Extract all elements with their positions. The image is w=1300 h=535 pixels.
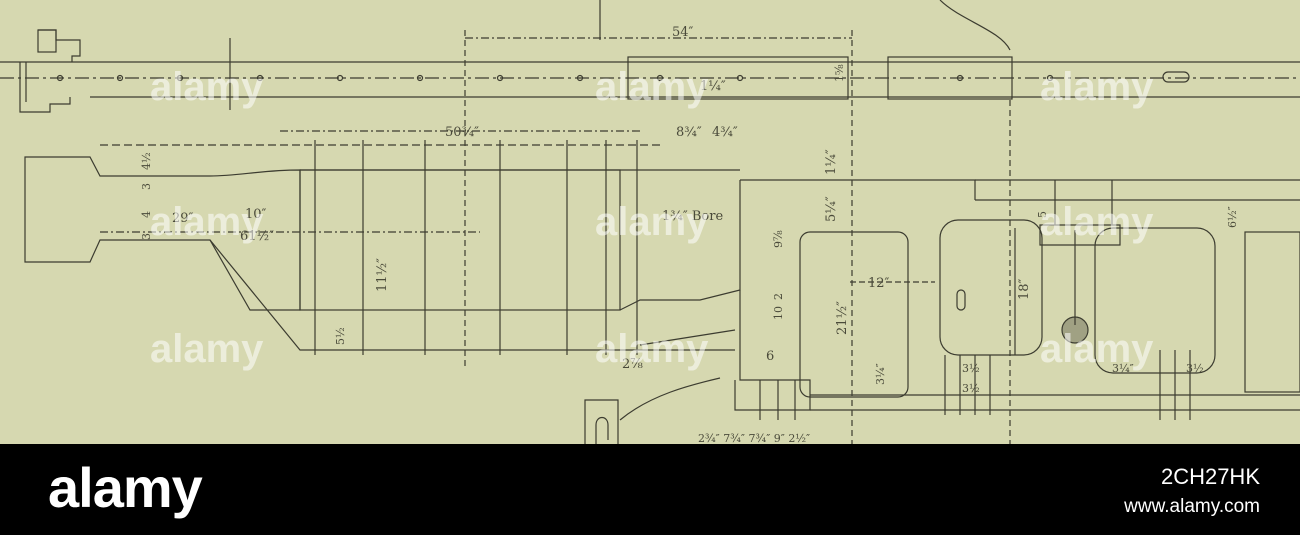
dim-2-7-8: 2⅞ (622, 357, 643, 372)
bottom-dims: 2¾″ 7¾″ 7¾″ 9″ 2½″ (698, 432, 810, 444)
dim-1-1-4-vert: 1¼″ (824, 149, 839, 175)
alamy-logo[interactable]: alamy (48, 456, 203, 519)
front-lug (37, 29, 57, 53)
dim-4-3-4: 4¾″ (712, 125, 738, 140)
svg-text:alamy: alamy (150, 327, 264, 371)
svg-text:alamy: alamy (595, 200, 709, 244)
dim-8-3-4: 8¾″ (676, 125, 702, 140)
dim-11-1-2: 11½″ (375, 258, 390, 292)
frame-outline (209, 169, 741, 351)
watermark: alamy alamy alamy alamy alamy alamy alam… (150, 65, 1154, 371)
dim-1-5-8: 1⁵⁄₈ (833, 64, 846, 82)
pedestal-block-1 (799, 231, 909, 398)
site-url[interactable]: www.alamy.com (1124, 496, 1260, 517)
pedestal-block-3 (1094, 227, 1216, 374)
image-code: 2CH27HK (1160, 464, 1260, 489)
dim-5-1-2: 5½ (334, 327, 347, 345)
key-detail (584, 399, 619, 444)
dim-3-1-4: 3¼″ (874, 363, 887, 385)
dim-50-3-4: 50¾″ (445, 125, 479, 140)
saddle-bolts (314, 140, 638, 355)
dim-2: 2 (772, 293, 785, 300)
dim-3-1-2-b: 3½ (962, 382, 980, 395)
svg-text:alamy: alamy (1040, 200, 1154, 244)
saddle-box (299, 169, 621, 311)
frame-lower-rail (810, 179, 1300, 411)
dim-3-1-2-a: 3½ (962, 362, 980, 375)
hanger-bracket (1039, 224, 1121, 246)
svg-text:alamy: alamy (1040, 327, 1154, 371)
svg-text:alamy: alamy (150, 200, 264, 244)
svg-text:alamy: alamy (595, 65, 709, 109)
pedestal-block-4 (1244, 231, 1300, 393)
dim-10: 10″ (245, 207, 267, 222)
frame-drawing-svg: 54″ 1¼″ 1⁵⁄₈ 50¾″ 8¾″ 4¾″ 4½ 3 4 3 29″ 1… (0, 0, 1300, 444)
dim-4-1-2: 4½ (140, 152, 153, 170)
dim-5: 5 (1036, 211, 1049, 218)
dim-1-1-4: 1¼″ (700, 79, 726, 94)
dim-3-1-2-c: 3½ (1186, 362, 1204, 375)
top-arc (599, 0, 1011, 51)
bore-label: 1¾″ Bore (662, 209, 723, 224)
dim-3-1-4-b: 3¼″ (1112, 362, 1134, 375)
leader-curve (619, 377, 721, 421)
top-plate-1 (627, 56, 849, 100)
svg-text:alamy: alamy (150, 65, 264, 109)
svg-text:alamy: alamy (595, 327, 709, 371)
svg-text:alamy: alamy (1040, 65, 1154, 109)
top-bar-rivets (56, 74, 1054, 82)
pedestal-bolts (759, 180, 1191, 420)
slot (1162, 71, 1190, 83)
dim-9-7-8: 9⅞ (772, 230, 785, 248)
dim-18: 18″ (1017, 278, 1032, 300)
dim-12: 12″ (868, 276, 890, 291)
dim-3-b: 3 (140, 233, 153, 240)
brace (639, 329, 736, 346)
stock-footer-bar: alamy 2CH27HK www.alamy.com (0, 444, 1300, 535)
dim-6-1-2: 6½″ (1226, 206, 1239, 228)
dim-61-1-2: 61½″ (240, 229, 274, 244)
top-plate-2 (887, 56, 1013, 100)
dim-3: 3 (140, 183, 153, 190)
dim-4: 4 (140, 211, 153, 218)
pedestal-jaw-1 (734, 179, 976, 411)
engineering-drawing: 54″ 1¼″ 1⁵⁄₈ 50¾″ 8¾″ 4¾″ 4½ 3 4 3 29″ 1… (0, 0, 1300, 444)
dim-54: 54″ (672, 25, 694, 40)
hanger-ball (1061, 316, 1089, 344)
cylinder-end (24, 156, 301, 311)
dim-10-b: 10 (772, 306, 785, 320)
dim-5-1-4: 5¼″ (824, 196, 839, 222)
dim-21-1-2: 21½″ (835, 301, 850, 335)
slot-2 (956, 289, 966, 311)
dim-29: 29″ (172, 211, 194, 226)
front-end-casting (19, 29, 81, 113)
dim-6: 6 (766, 349, 774, 364)
pedestal-block-2 (939, 219, 1043, 356)
